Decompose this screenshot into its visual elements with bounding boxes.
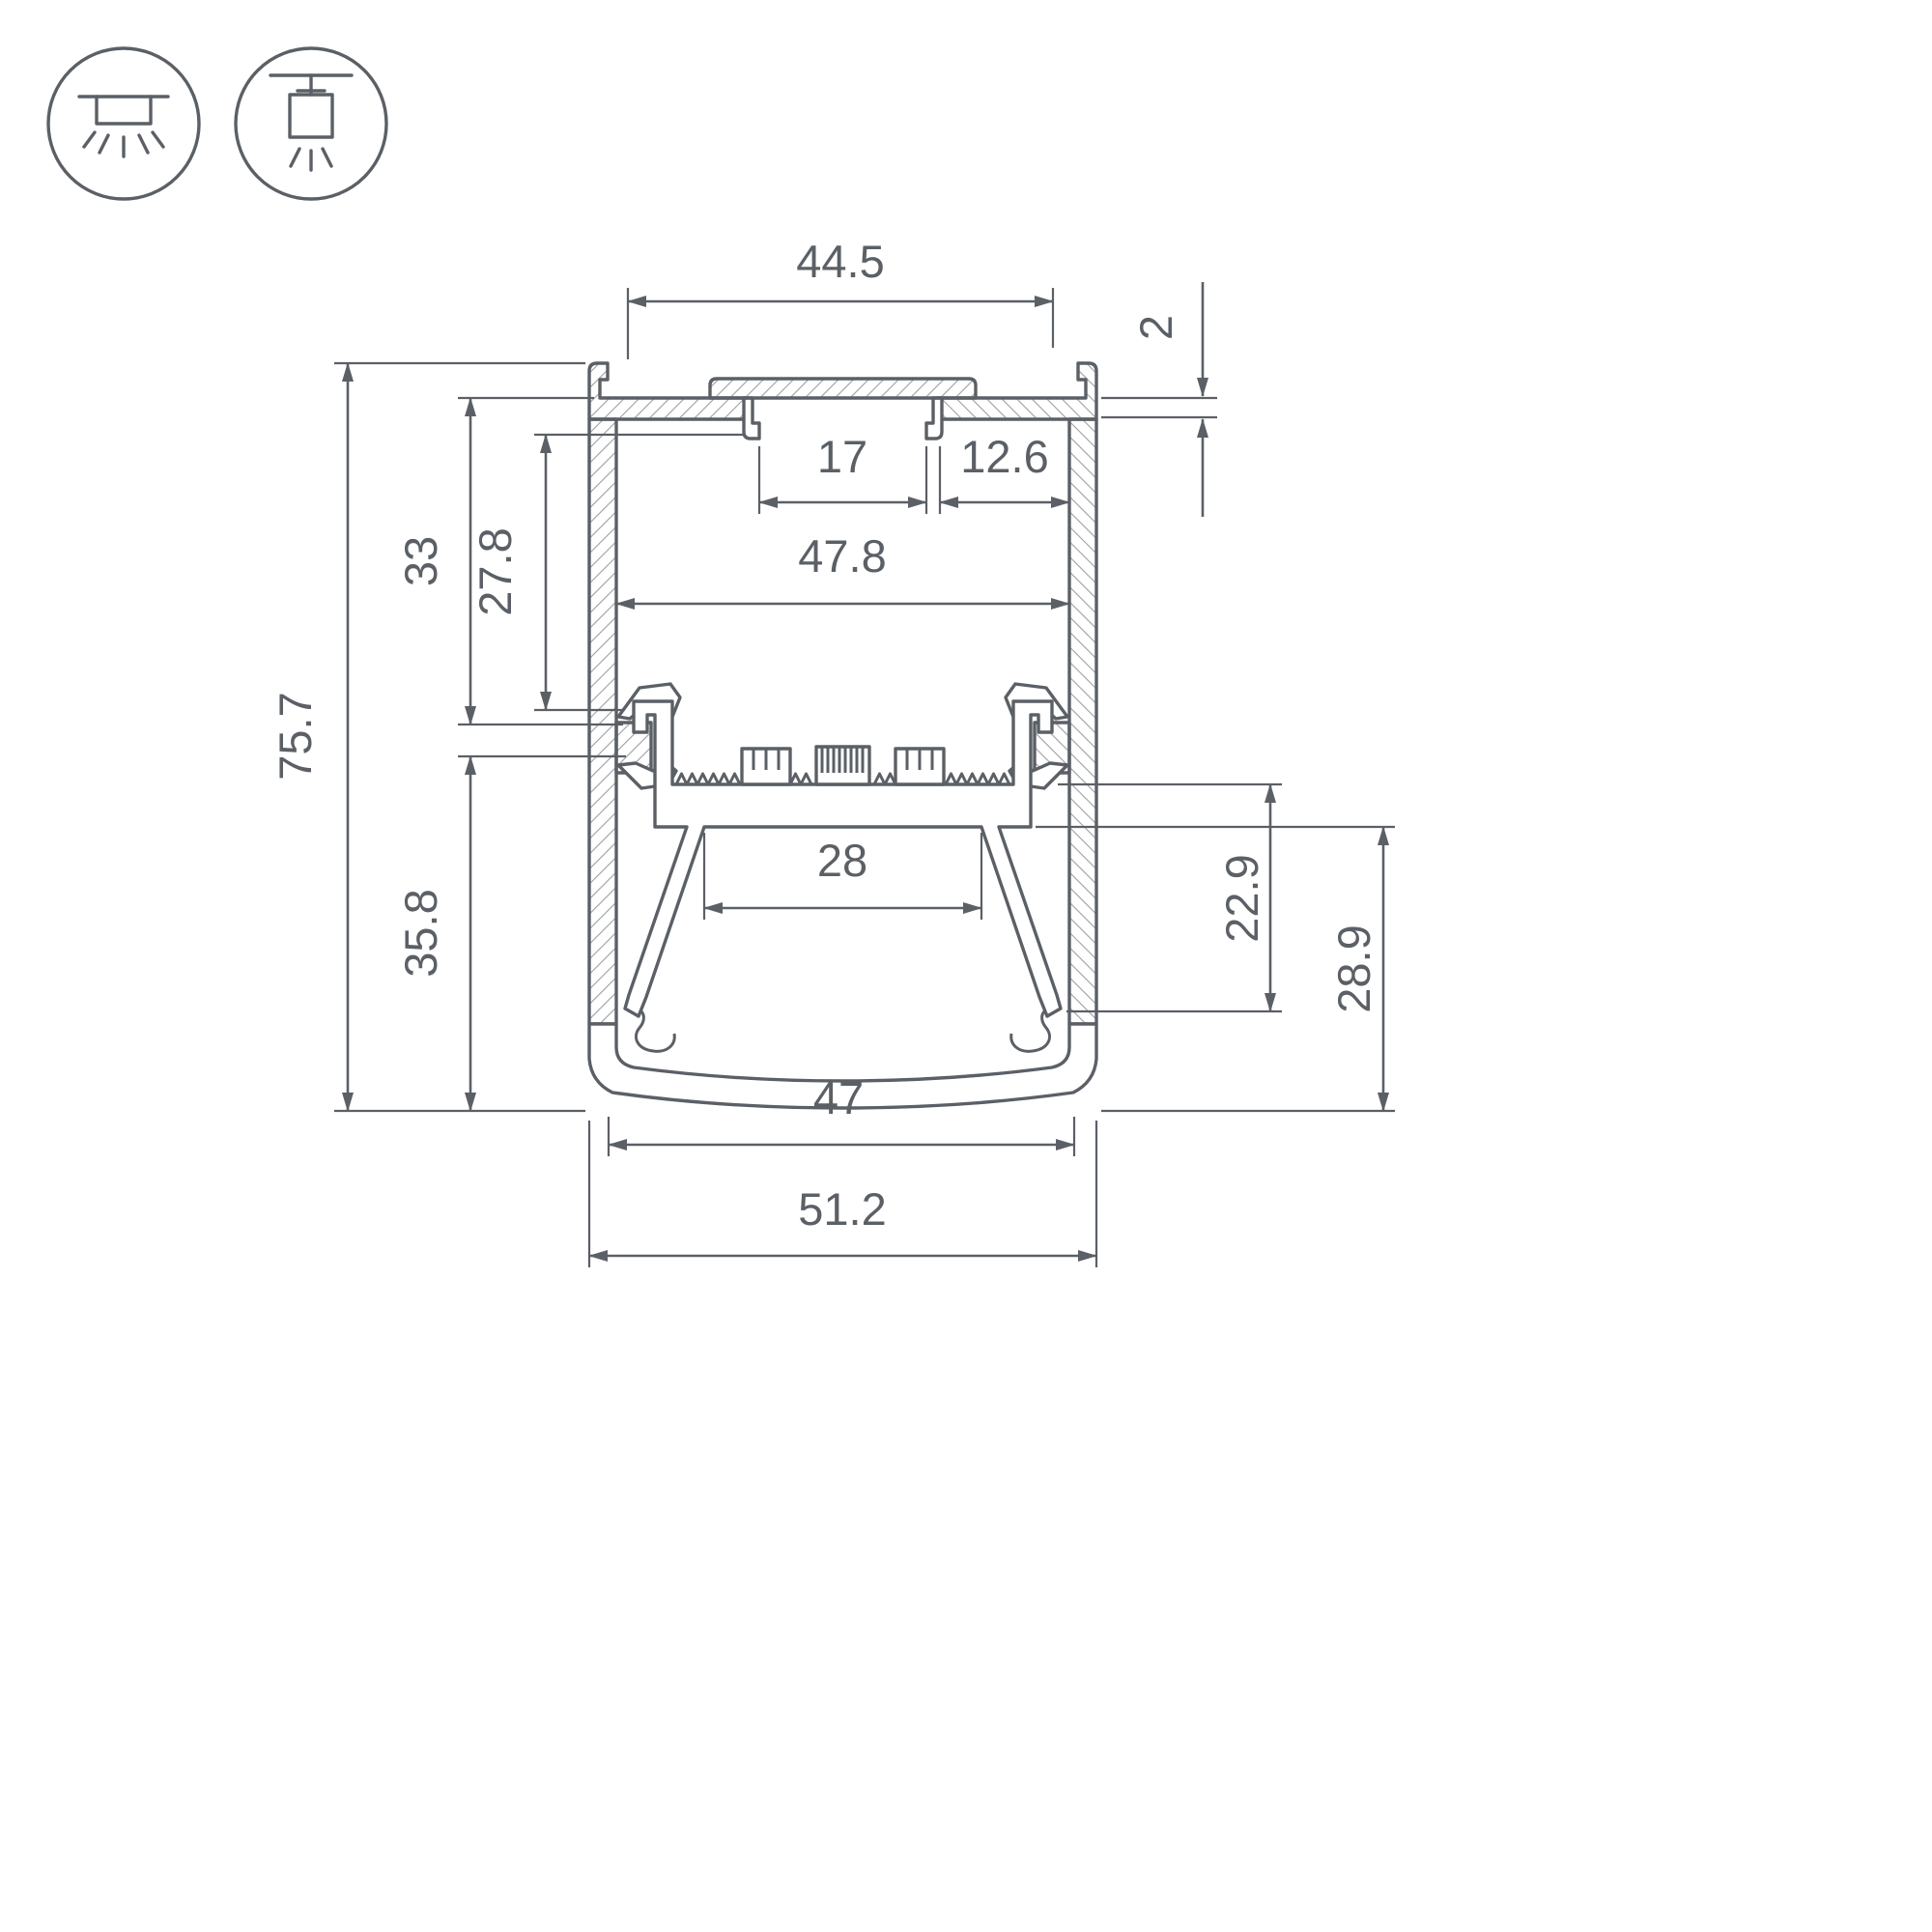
heatsink-details-right (872, 747, 1011, 786)
center-comb-bump (814, 745, 871, 786)
dim-upper-depth-label: 33 (395, 536, 446, 586)
dim-overall-width-label: 51.2 (798, 1183, 886, 1235)
dim-plate-thickness-label: 2 (1130, 315, 1181, 340)
dim-slot-to-wall-label: 12.6 (960, 431, 1048, 482)
led-heatsink-plate (623, 699, 1063, 1018)
dimension-inner-width: 47.8 (615, 530, 1070, 610)
profile-cross-section (587, 361, 1098, 1110)
serration (788, 772, 813, 786)
dimension-shelf-to-foot: 22.9 (1058, 782, 1282, 1013)
dimension-slot-to-wall: 12.6 (938, 431, 1071, 514)
dimension-slot-width: 17 (757, 431, 928, 514)
mounting-icons (46, 46, 388, 201)
surface-mount-icon (46, 46, 201, 201)
dim-inner-width-label: 47.8 (798, 530, 886, 582)
dimension-bottom-inner-width: 47 (607, 1072, 1076, 1156)
dim-shelf-to-foot-label: 22.9 (1216, 854, 1267, 942)
dim-top-opening-label: 44.5 (796, 236, 884, 287)
dimension-led-shelf-width: 28 (702, 833, 983, 920)
dimension-lower-depth: 35.8 (395, 754, 626, 1112)
dim-bottom-inner-width-label: 47 (813, 1072, 864, 1123)
dimension-plate-thickness: 2 (1101, 282, 1217, 517)
dim-lower-depth-label: 35.8 (395, 889, 446, 977)
dim-led-shelf-width-label: 28 (817, 835, 867, 886)
dim-slot-width-label: 17 (817, 431, 867, 482)
side-wall (587, 417, 618, 1026)
bottom-shell (587, 1022, 1098, 1110)
dim-lower-cavity-height-label: 28.9 (1328, 924, 1379, 1012)
dimension-overall-width: 51.2 (587, 1121, 1098, 1267)
pendant-mount-icon (234, 46, 388, 201)
dim-upper-inner-depth-label: 27.8 (469, 527, 521, 615)
dimension-upper-inner-depth: 27.8 (469, 433, 746, 712)
dimension-top-opening: 44.5 (626, 236, 1055, 359)
dimension-upper-depth: 33 (395, 396, 623, 726)
dim-overall-height-label: 75.7 (270, 692, 321, 780)
top-mounting-plate (708, 377, 978, 400)
serration (674, 772, 742, 786)
slot-hook (742, 396, 761, 440)
dimension-overall-height: 75.7 (270, 361, 585, 1113)
diffuser-hook (625, 1006, 676, 1053)
dimension-lower-cavity-height: 28.9 (1036, 825, 1395, 1113)
top-flange (587, 361, 751, 421)
